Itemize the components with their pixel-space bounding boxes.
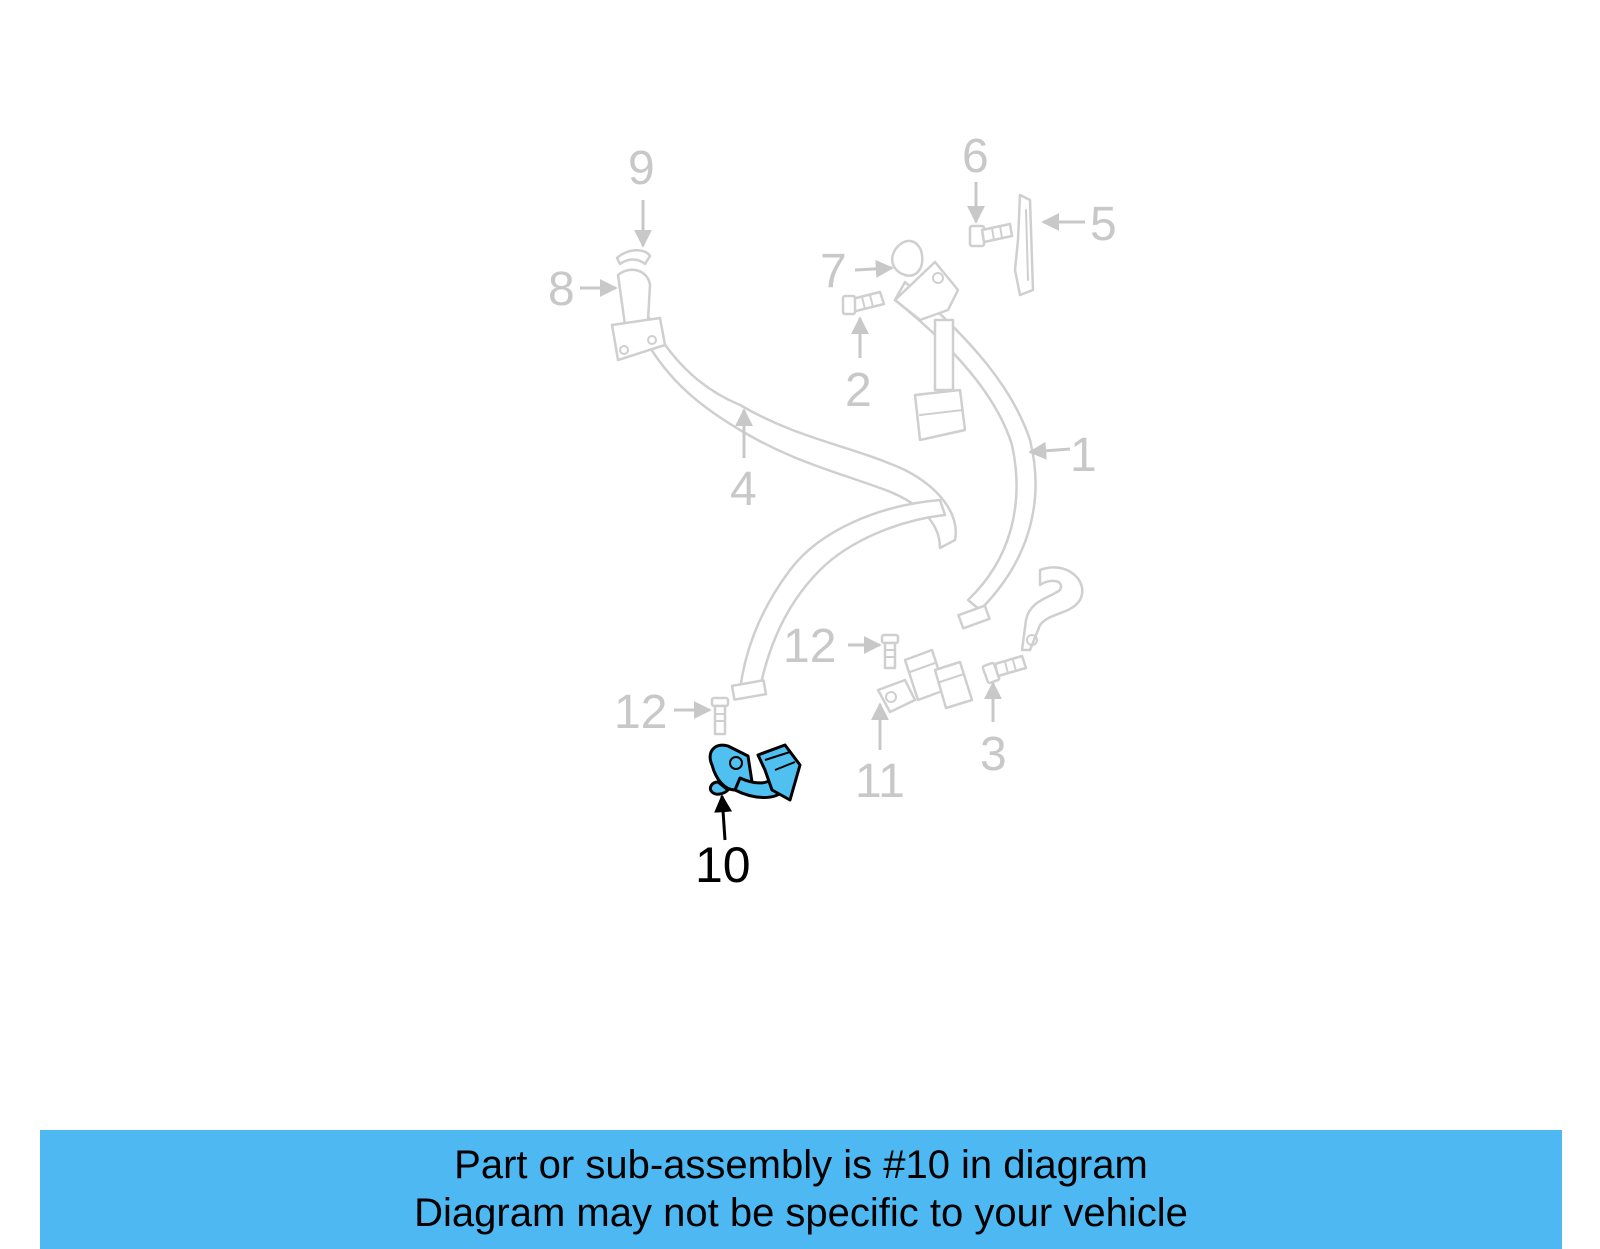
callout-8: 8: [548, 263, 575, 316]
part-3-bolt: [981, 654, 1028, 685]
part-1-shoulder-belt: [893, 280, 1084, 652]
callout-arrows: [580, 182, 1085, 750]
banner-line-1: Part or sub-assembly is #10 in diagram: [454, 1143, 1148, 1187]
callout-11: 11: [855, 755, 905, 808]
callout-7: 7: [820, 245, 847, 298]
part-12-bolt-upper: [880, 633, 900, 670]
part-6-bolt: [968, 222, 1014, 248]
part-9-cap: [615, 249, 652, 266]
callout-arrow-10: [714, 794, 733, 841]
callout-3: 3: [980, 728, 1007, 781]
part-4-lap-belt: [623, 276, 958, 701]
callout-12-upper: 12: [783, 620, 836, 673]
part-12-bolt-lower: [710, 696, 730, 736]
retractor: [893, 260, 967, 442]
part-2-bolt: [841, 290, 886, 316]
callout-12-lower: 12: [614, 686, 667, 739]
part-8-anchor: [610, 268, 667, 362]
banner-line-2: Diagram may not be specific to your vehi…: [414, 1191, 1188, 1235]
info-banner: Part or sub-assembly is #10 in diagram D…: [40, 1130, 1562, 1249]
part-10-buckle-highlighted: [708, 743, 802, 802]
callout-9: 9: [628, 142, 655, 195]
part-7-guide: [890, 239, 924, 277]
callout-2: 2: [845, 364, 872, 417]
callout-10: 10: [695, 837, 751, 893]
callout-4: 4: [730, 463, 757, 516]
callout-6: 6: [962, 130, 989, 183]
callout-5: 5: [1090, 198, 1117, 251]
part-5-bracket: [1013, 193, 1035, 297]
callout-1: 1: [1070, 429, 1097, 482]
